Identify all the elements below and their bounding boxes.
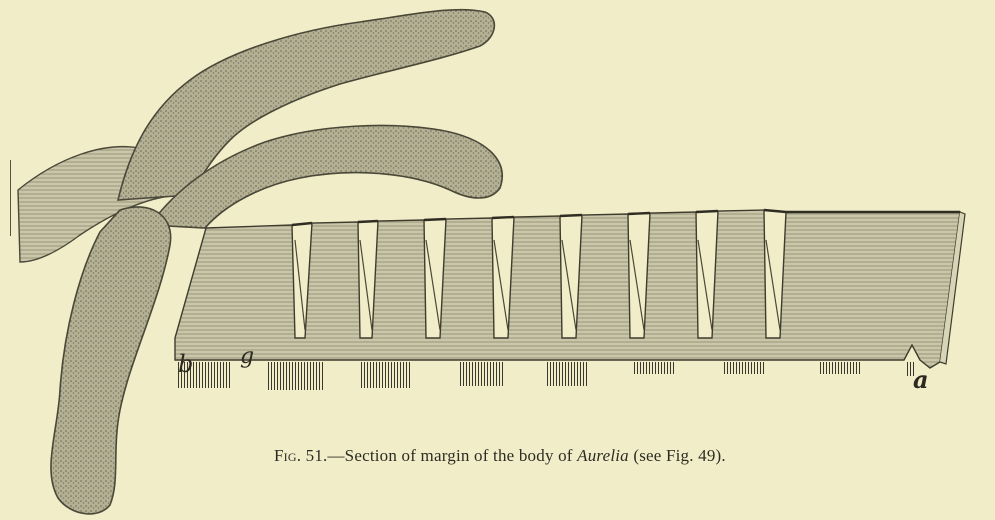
caption-text-before: Section of margin of the body of (345, 446, 577, 465)
caption-text-after: (see Fig. 49). (629, 446, 726, 465)
label-b: b (178, 352, 193, 376)
body-margin-section (175, 210, 965, 368)
figure-caption: Fig. 51.—Section of margin of the body o… (274, 446, 726, 466)
caption-dash: — (327, 446, 344, 465)
label-a: a (913, 368, 929, 392)
lower-tentacle (51, 207, 171, 514)
caption-genus: Aurelia (577, 446, 629, 465)
caption-figure-number: Fig. 51. (274, 446, 327, 465)
label-g: g (240, 346, 254, 368)
marginal-fringe (178, 362, 914, 390)
